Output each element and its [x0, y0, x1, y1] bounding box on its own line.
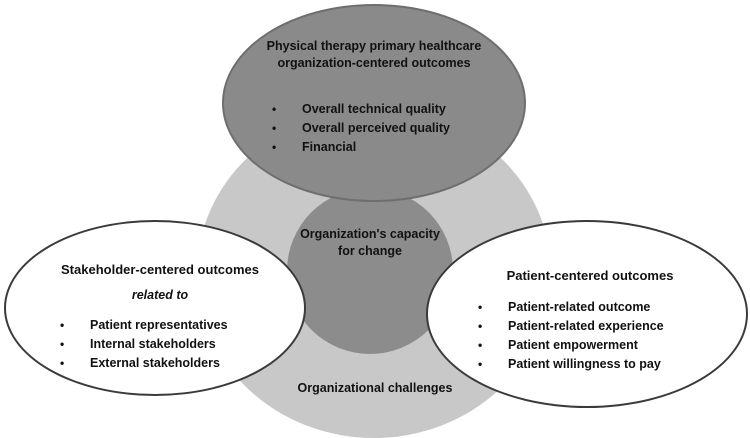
- bullet-icon: •: [60, 337, 65, 351]
- bullet-icon: •: [478, 338, 483, 352]
- right-ellipse-title: Patient-centered outcomes: [506, 268, 674, 283]
- list-item-label: Internal stakeholders: [90, 337, 216, 351]
- list-item-label: External stakeholders: [90, 356, 220, 370]
- list-item: • Patient empowerment: [478, 336, 664, 355]
- list-item-label: Patient-related outcome: [508, 300, 651, 314]
- bullet-icon: •: [478, 319, 483, 333]
- list-item: • Internal stakeholders: [60, 335, 228, 354]
- right-ellipse-patient-outcomes: [426, 220, 748, 408]
- bullet-icon: •: [60, 356, 65, 370]
- center-circle-title: Organization's capacity for change: [300, 227, 440, 258]
- bullet-icon: •: [272, 121, 277, 135]
- list-item: • Financial: [272, 138, 450, 157]
- left-ellipse-title: Stakeholder-centered outcomes: [61, 262, 259, 277]
- bullet-icon: •: [60, 318, 65, 332]
- list-item: • Patient representatives: [60, 316, 228, 335]
- list-item-label: Patient empowerment: [508, 338, 638, 352]
- left-ellipse-subtitle: related to: [131, 288, 189, 302]
- list-item: • Patient-related outcome: [478, 298, 664, 317]
- bullet-icon: •: [478, 300, 483, 314]
- left-ellipse-stakeholder-outcomes: [4, 220, 306, 396]
- top-ellipse-organization-outcomes: [222, 4, 526, 202]
- list-item-label: Patient-related experience: [508, 319, 664, 333]
- outer-ring-title: Organizational challenges: [297, 381, 453, 395]
- top-ellipse-title: Physical therapy primary healthcare orga…: [266, 39, 482, 70]
- list-item: • Patient-related experience: [478, 317, 664, 336]
- list-item-label: Overall technical quality: [302, 102, 446, 116]
- top-ellipse-list: • Overall technical quality • Overall perce…: [272, 100, 450, 157]
- list-item-label: Patient willingness to pay: [508, 357, 661, 371]
- list-item: • Overall technical quality: [272, 100, 450, 119]
- list-item: • Patient willingness to pay: [478, 355, 664, 374]
- list-item-label: Financial: [302, 140, 357, 154]
- right-ellipse-list: • Patient-related outcome • Patient-related…: [478, 298, 664, 374]
- list-item: • Overall perceived quality: [272, 119, 450, 138]
- list-item-label: Overall perceived quality: [302, 121, 450, 135]
- left-ellipse-list: • Patient representatives • Internal stakeh…: [60, 316, 228, 373]
- center-circle-capacity-for-change: [287, 188, 453, 354]
- bullet-icon: •: [478, 357, 483, 371]
- bullet-icon: •: [272, 140, 277, 154]
- list-item-label: Patient representatives: [90, 318, 228, 332]
- list-item: • External stakeholders: [60, 354, 228, 373]
- bullet-icon: •: [272, 102, 277, 116]
